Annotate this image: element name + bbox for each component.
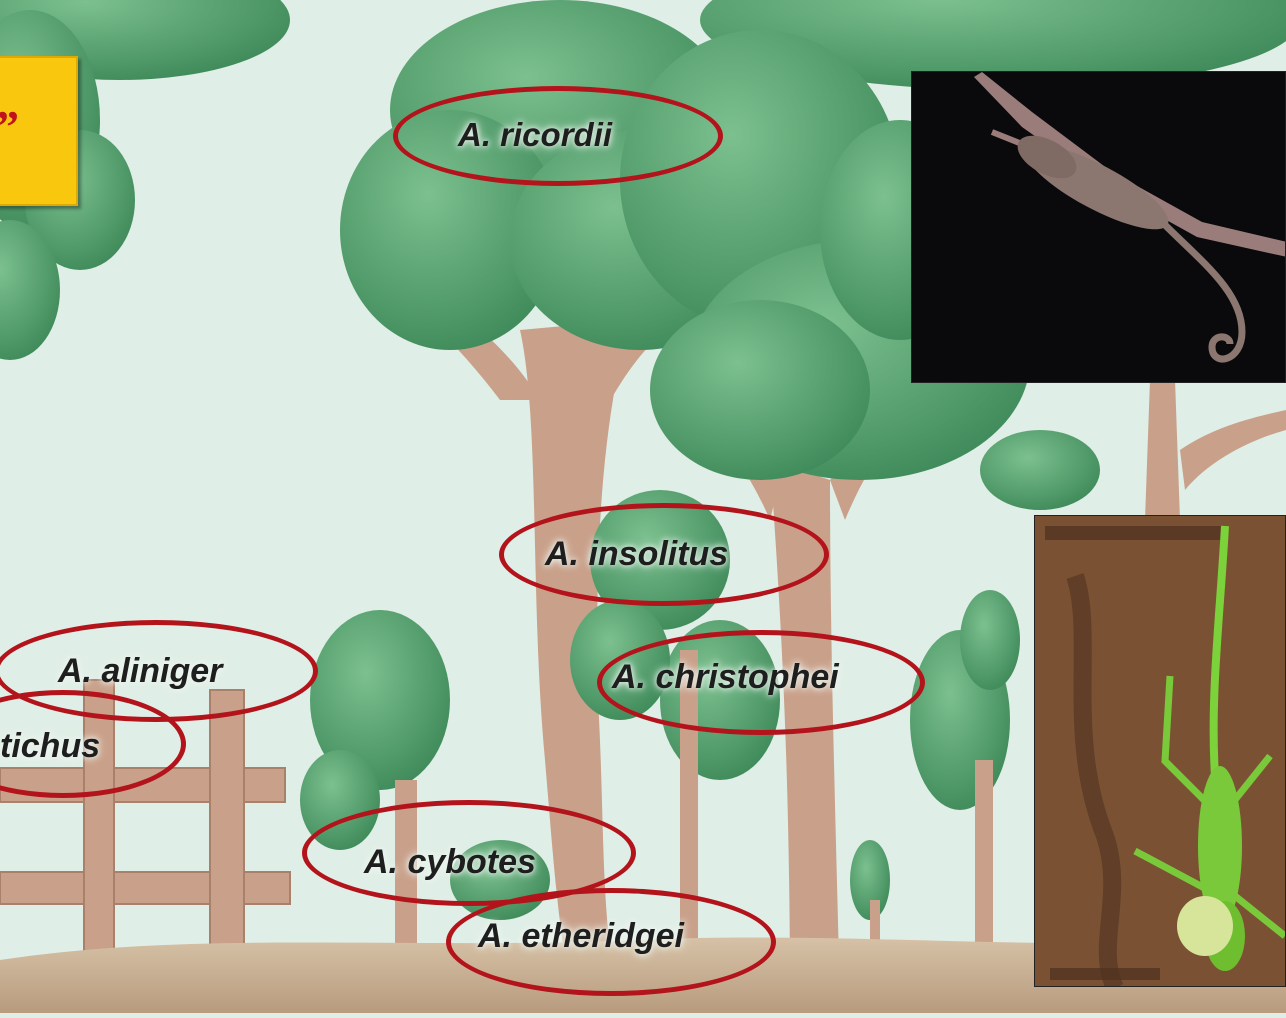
highlight-insolitus	[499, 503, 829, 606]
photo-twig-anole	[911, 71, 1286, 383]
quote-note: ”	[0, 56, 78, 206]
green-anole-illustration	[1035, 516, 1286, 987]
twig-anole-illustration	[912, 72, 1286, 383]
photo-green-anole	[1034, 515, 1286, 987]
highlight-christophei	[597, 630, 925, 735]
trunk-far-right	[1145, 380, 1286, 520]
quote-mark: ”	[0, 100, 19, 153]
highlight-etheridgei	[446, 888, 776, 996]
highlight-ricordii	[393, 86, 723, 186]
